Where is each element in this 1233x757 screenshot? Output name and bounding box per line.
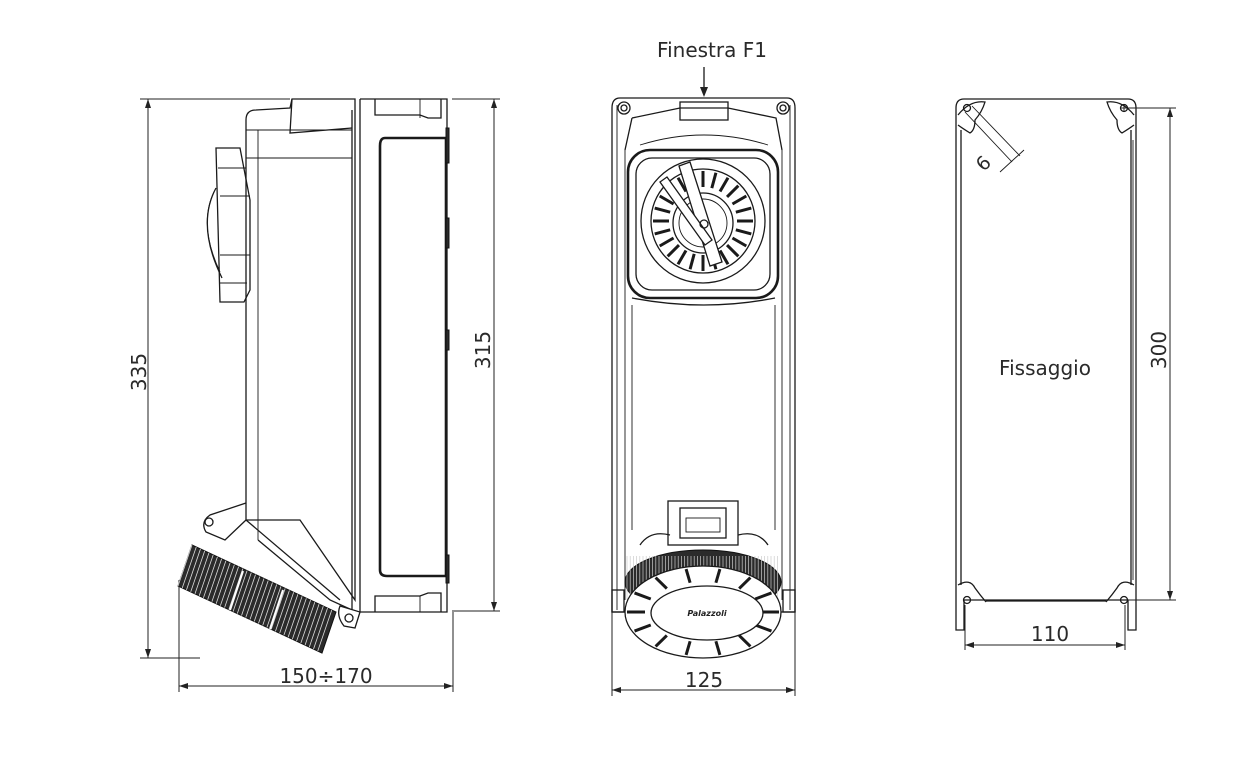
ring-groove — [215, 562, 231, 604]
side-view: 335 315 150÷170 — [127, 98, 500, 692]
switch-tooth — [654, 206, 671, 214]
ring-groove — [270, 588, 286, 630]
ring-groove — [287, 596, 303, 638]
cap-rib — [754, 623, 772, 633]
dimension-335: 335 — [127, 98, 290, 659]
ring-groove — [236, 572, 252, 614]
dimension-125: 125 — [611, 612, 796, 696]
ring-groove — [308, 605, 324, 648]
dimension-label-6: 6 — [972, 152, 996, 176]
switch-tooth — [735, 228, 752, 236]
dimension-110: 110 — [964, 605, 1126, 650]
dimension-label-110: 110 — [1031, 622, 1069, 646]
switch-tooth — [676, 249, 688, 266]
switch-tooth — [735, 206, 752, 214]
socket-ring-side — [177, 544, 337, 654]
ring-groove — [304, 603, 320, 646]
ring-groove — [317, 609, 333, 652]
switch-tooth — [731, 194, 748, 206]
dimension-label-125: 125 — [685, 668, 723, 692]
switch-tooth — [688, 253, 696, 270]
switch-tooth — [654, 228, 671, 236]
cap-rib — [684, 640, 692, 656]
ring-groove — [279, 592, 295, 634]
switch-tooth — [658, 194, 675, 206]
cap-rib — [634, 591, 652, 601]
ring-groove — [241, 574, 256, 616]
ring-groove — [190, 550, 206, 593]
switch-tooth — [710, 172, 718, 189]
mounting-view: 6 Fissaggio 300 110 — [955, 98, 1176, 650]
ring-groove — [224, 566, 239, 608]
cap-rib — [738, 576, 752, 590]
switch-tooth — [725, 243, 740, 258]
brand-logo: Palazzoli — [687, 609, 726, 618]
window-label-finestra-f1: Finestra F1 — [657, 38, 767, 62]
cap-rib — [738, 634, 752, 648]
cap-rib — [684, 568, 692, 584]
ring-groove — [203, 556, 218, 598]
ring-groove — [262, 584, 278, 626]
dimension-label-335: 335 — [127, 353, 151, 391]
ring-groove — [291, 598, 307, 640]
ring-groove — [181, 546, 197, 589]
cap-rib — [714, 568, 722, 584]
dimension-300: 300 — [1128, 107, 1176, 601]
ring-groove — [177, 544, 193, 587]
ring-groove — [245, 576, 261, 618]
mounting-hole-top-left — [962, 103, 972, 113]
dimension-label-150-170: 150÷170 — [279, 664, 372, 688]
ring-groove — [211, 560, 227, 602]
dimension-hole-6: 6 — [964, 105, 1025, 176]
ring-groove — [313, 607, 328, 650]
ring-groove — [296, 600, 311, 642]
mounting-hole-bottom-right — [1119, 595, 1129, 605]
switch-tooth — [676, 176, 688, 193]
ring-groove — [186, 548, 201, 591]
socket-ring-front: Palazzoli — [624, 549, 782, 659]
ring-groove — [249, 578, 265, 620]
dimension-label-315: 315 — [471, 331, 495, 369]
cap-rib — [654, 576, 668, 590]
switch-tooth — [725, 184, 740, 199]
switch-tooth — [731, 236, 748, 248]
cap-rib — [714, 640, 722, 656]
ring-groove — [194, 552, 210, 595]
mounting-hole-bottom-left — [962, 595, 972, 605]
cap-rib — [754, 591, 772, 601]
ring-groove — [258, 582, 273, 624]
rotary-switch-front — [626, 148, 780, 300]
switch-tooth — [658, 236, 675, 248]
ring-groove — [300, 602, 316, 644]
switch-tooth — [718, 176, 730, 193]
switch-tooth — [666, 243, 681, 258]
ring-groove — [219, 564, 235, 606]
cap-rib — [654, 634, 668, 648]
dimension-150-170: 150÷170 — [178, 580, 454, 692]
ring-groove — [207, 558, 223, 600]
ring-groove — [283, 594, 299, 636]
dimension-label-300: 300 — [1147, 331, 1171, 369]
ring-groove — [232, 570, 248, 612]
ring-groove — [253, 580, 269, 622]
ring-groove — [275, 590, 290, 632]
ring-groove — [266, 586, 282, 628]
mounting-label-fissaggio: Fissaggio — [999, 356, 1091, 380]
ring-groove — [198, 554, 214, 596]
dimension-315: 315 — [452, 98, 500, 612]
cap-rib — [634, 623, 652, 633]
rotary-switch-handle-side — [206, 147, 251, 303]
switch-tooth — [718, 249, 730, 266]
front-view: Finestra F1 — [611, 38, 796, 696]
